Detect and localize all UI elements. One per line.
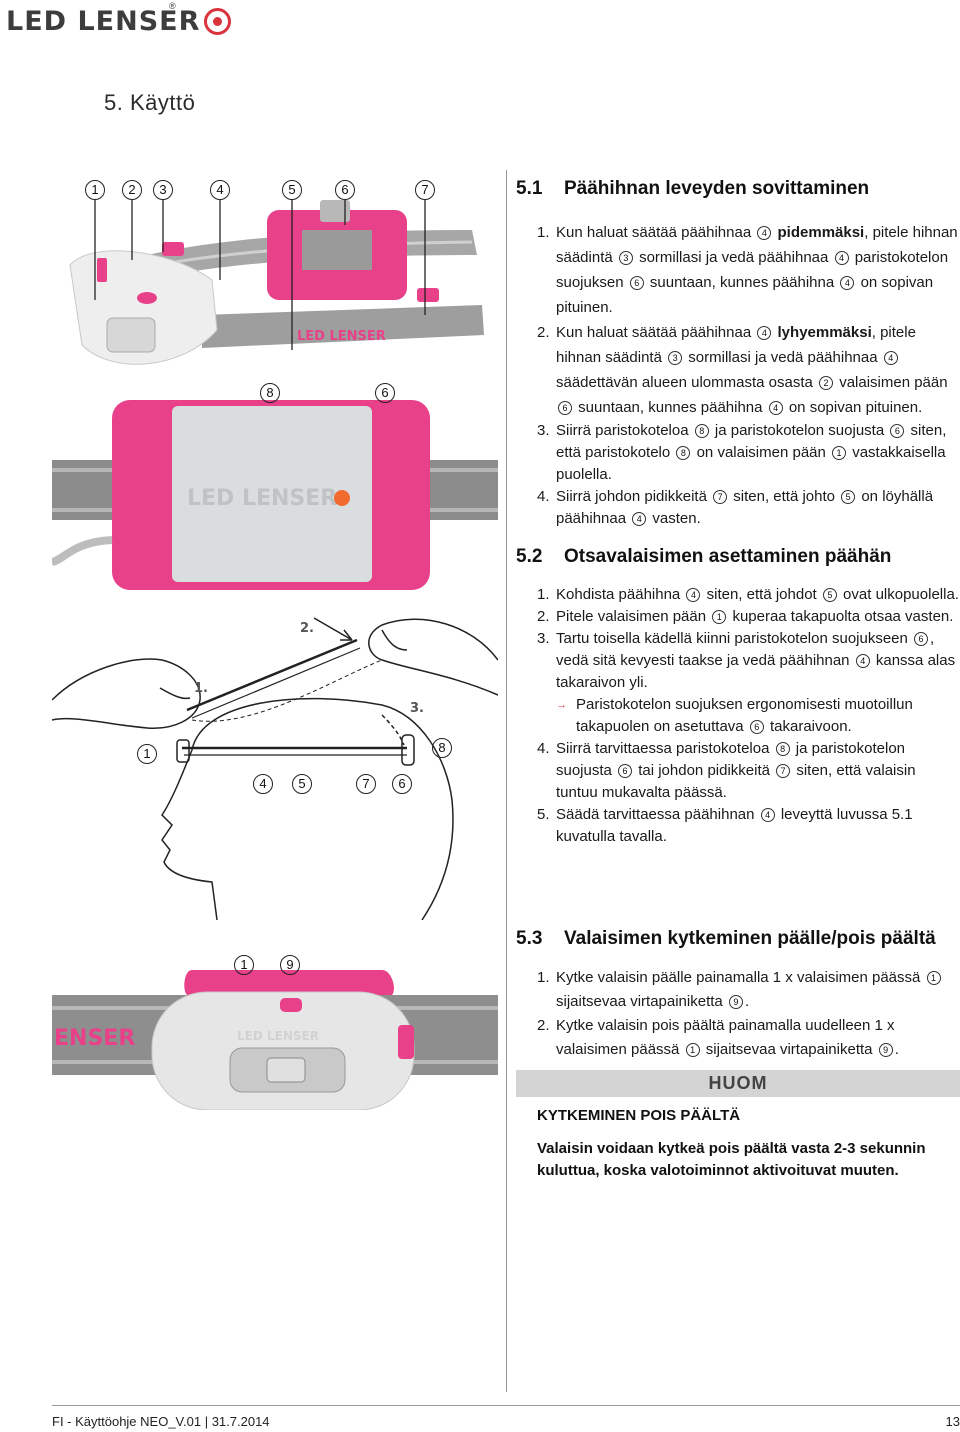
registered-mark: ®	[169, 1, 176, 11]
callout-fig3-1: 1	[234, 955, 254, 975]
callout-3: 3	[153, 180, 173, 200]
figure-head-fitting: 2. 1. 3.	[52, 617, 498, 920]
list-item: 1. Kytke valaisin päälle painamalla 1 x …	[537, 966, 959, 1014]
callout-7: 7	[415, 180, 435, 200]
section-5-1-steps: 1. Kun haluat säätää päähihnaa 4 pidemmä…	[537, 220, 959, 530]
note-banner	[516, 1070, 960, 1097]
callout-fig2-5: 5	[292, 774, 312, 794]
section-5-2-heading: 5.2 Otsavalaisimen asettaminen päähän	[516, 546, 891, 568]
figure-lamp-front: ENSER LED LENSER	[52, 970, 498, 1110]
list-item: 1. Kun haluat säätää päähihnaa 4 pidemmä…	[537, 224, 958, 316]
step-label-3: 3.	[410, 701, 424, 716]
head-outline	[191, 697, 454, 920]
list-item: 5. Säädä tarvittaessa päähihnan 4 leveyt…	[537, 806, 913, 845]
callout-fig2-7: 7	[356, 774, 376, 794]
section-title: Päähihnan leveyden sovittaminen	[564, 178, 870, 199]
section-5-2-steps: 1. Kohdista päähihna 4 siten, että johdo…	[537, 584, 959, 848]
brand-circle-icon	[204, 7, 232, 35]
callout-ref: 4	[757, 226, 772, 240]
section-number: 5.3	[516, 928, 543, 949]
section-title: Valaisimen kytkeminen päälle/pois päältä	[564, 928, 936, 949]
callout-fig2-1: 1	[137, 744, 157, 764]
list-item: 2. Kun haluat säätää päähihnaa 4 lyhyemm…	[537, 324, 948, 416]
section-number: 5.2	[516, 546, 543, 567]
callout-6: 6	[335, 180, 355, 200]
section-5-3-heading: 5.3 Valaisimen kytkeminen päälle/pois pää…	[516, 928, 936, 950]
footer-doc-info: FI - Käyttöohje NEO_V.01 | 31.7.2014	[52, 1414, 270, 1429]
list-item: 3. Tartu toisella kädellä kiinni paristo…	[537, 628, 959, 738]
sub-note: Paristokotelon suojuksen ergonomisesti m…	[556, 694, 959, 738]
status-led	[334, 490, 350, 506]
callout-2: 2	[122, 180, 142, 200]
column-divider	[506, 170, 507, 1392]
callout-6b: 6	[375, 383, 395, 403]
list-item: 2. Kytke valaisin pois päältä painamalla…	[537, 1017, 899, 1058]
list-item: 4. Siirrä tarvittaessa paristokoteloa 8 …	[537, 740, 916, 801]
callout-fig3-9: 9	[280, 955, 300, 975]
callout-1: 1	[85, 180, 105, 200]
lamp-lens	[106, 317, 156, 353]
brand-logo: LED LENSER	[6, 5, 232, 37]
step-label-1: 1.	[194, 681, 208, 696]
note-heading: KYTKEMINEN POIS PÄÄLTÄ	[537, 1107, 741, 1124]
power-button	[137, 292, 157, 304]
case-brand: LED LENSER	[187, 486, 337, 511]
strap-brand-left: ENSER	[54, 1026, 135, 1051]
callout-fig2-6: 6	[392, 774, 412, 794]
list-item: 3. Siirrä paristokoteloa 8 ja paristokot…	[537, 422, 947, 483]
step-label-2: 2.	[300, 621, 314, 636]
callout-8: 8	[260, 383, 280, 403]
section-title: Otsavalaisimen asettaminen päähän	[564, 546, 892, 567]
strap-brand: LED LENSER	[297, 329, 386, 344]
page-number: 13	[945, 1414, 960, 1429]
list-item: 2. Pitele valaisimen pään 1 kuperaa taka…	[537, 608, 954, 625]
strap-front	[202, 305, 484, 348]
note-title: HUOM	[708, 1073, 768, 1093]
note-body: Valaisin voidaan kytkeä pois päältä vast…	[537, 1140, 926, 1179]
power-button-front	[280, 998, 302, 1012]
section-5-1-heading: 5.1 Päähihnan leveyden sovittaminen	[516, 178, 869, 200]
callout-fig2-8: 8	[432, 738, 452, 758]
section-number: 5.1	[516, 178, 543, 199]
callout-5: 5	[282, 180, 302, 200]
brand-wordmark: LED LENSER	[6, 5, 201, 37]
section-5-3-steps: 1. Kytke valaisin päälle painamalla 1 x …	[537, 966, 959, 1062]
list-item: 1. Kohdista päähihna 4 siten, että johdo…	[537, 586, 959, 603]
footer-rule	[52, 1405, 960, 1406]
callout-fig2-4: 4	[253, 774, 273, 794]
lamp-brand: LED LENSER	[237, 1029, 319, 1043]
chapter-title: 5. Käyttö	[104, 90, 196, 115]
callout-4: 4	[210, 180, 230, 200]
list-item: 4. Siirrä johdon pidikkeitä 7 siten, ett…	[537, 488, 934, 527]
figure-headband-adjust: LED LENSER LED LENSER	[52, 200, 498, 590]
